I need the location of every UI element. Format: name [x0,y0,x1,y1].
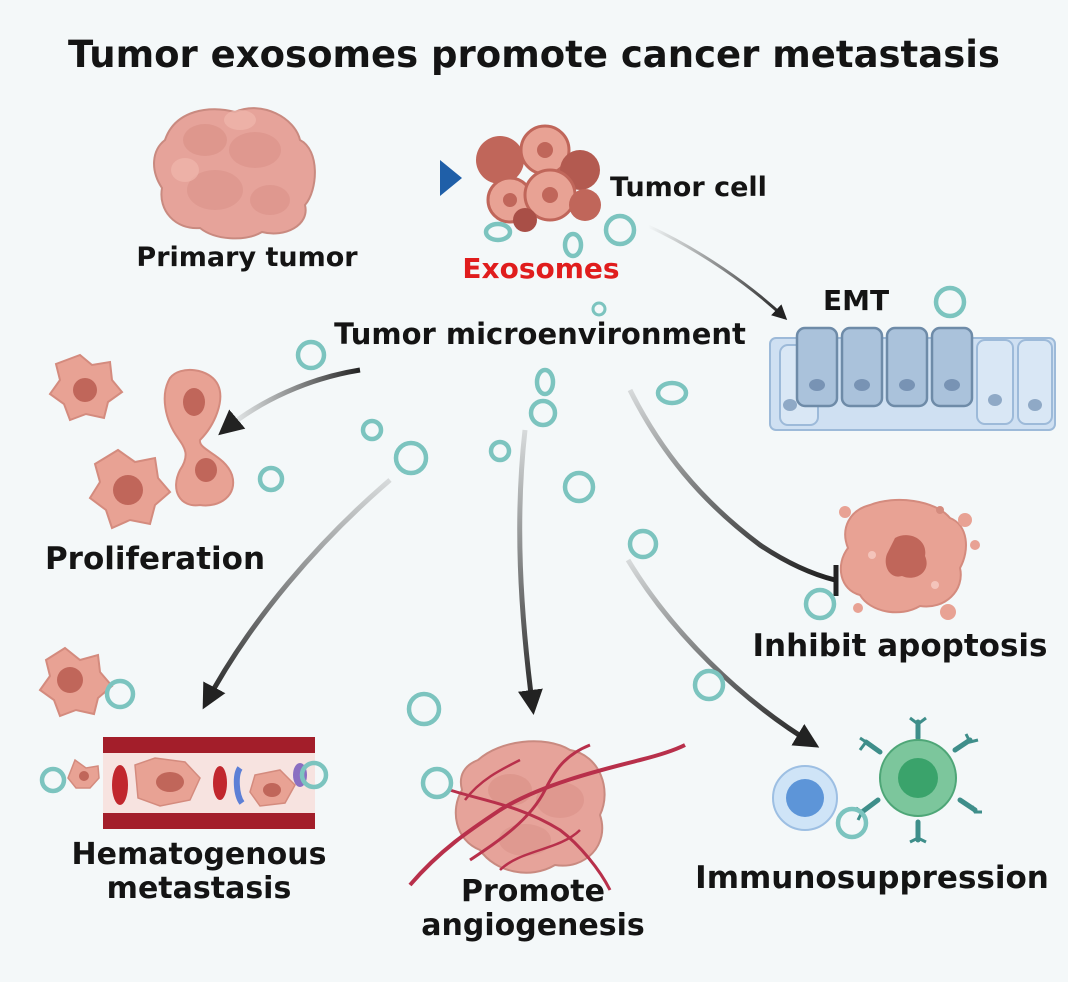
label-line: angiogenesis [421,907,645,943]
immune-cells-icon [772,716,982,844]
proliferation-cells-icon [48,353,235,530]
label-line: Promote [461,874,605,909]
exosome-icon [562,470,596,504]
page-title: Tumor exosomes promote cancer metastasis [68,33,1000,76]
label-tumor-microenvironment: Tumor microenvironment [334,317,746,351]
exosome-icon [299,760,329,790]
label-tumor-cell: Tumor cell [610,172,767,203]
label-promote-angiogenesis: Promote angiogenesis [421,875,645,942]
exosome-icon [393,440,429,476]
label-exosomes: Exosomes [462,252,620,285]
blue-arrowhead-icon [440,160,462,196]
exosome-icon [483,221,513,243]
exosome-icons [39,213,967,840]
label-emt: EMT [823,284,890,317]
blood-vessel-icon [103,737,315,829]
label-hematogenous-metastasis: Hematogenous metastasis [72,838,327,905]
exosome-icon [603,213,637,247]
exosome-icon [692,668,726,702]
label-line: Hematogenous [71,837,327,872]
exosome-icon [360,418,384,442]
exosome-icon [562,231,584,259]
arrow-to-apoptosis [627,388,836,583]
primary-tumor-icon [153,107,316,240]
exosome-icon [835,806,869,840]
exosome-icon [803,587,837,621]
metastatic-cell-icon [38,646,114,789]
exosome-icon [488,439,512,463]
exosome-icon [528,398,558,428]
exosome-icon [295,339,327,371]
exosome-icon [420,766,454,800]
arrow-to-hematogenous [202,478,392,710]
tumor-cell-cluster-icon [476,124,601,232]
exosome-icon [655,380,689,406]
exosome-icon [406,691,442,727]
arrow-to-immunosuppression [625,558,820,748]
emt-epithelium-icon [769,326,1056,431]
exosome-icon [104,678,136,710]
exosome-icon [39,766,67,794]
label-inhibit-apoptosis: Inhibit apoptosis [752,628,1048,664]
label-line: metastasis [106,870,292,906]
label-primary-tumor: Primary tumor [136,242,358,273]
exosome-icon [627,528,659,560]
exosome-icon [591,301,607,317]
angiogenesis-tumor-icon [408,740,686,891]
arrow-to-emt [647,224,788,321]
apoptotic-cell-icon [839,498,980,620]
exosome-icon [257,465,285,493]
label-proliferation: Proliferation [44,541,266,577]
arrow-to-proliferation [218,367,361,436]
exosome-icon [933,285,967,319]
label-immunosuppression: Immunosuppression [695,860,1049,896]
exosome-icon [534,367,556,397]
arrow-to-angiogenesis [517,429,543,715]
